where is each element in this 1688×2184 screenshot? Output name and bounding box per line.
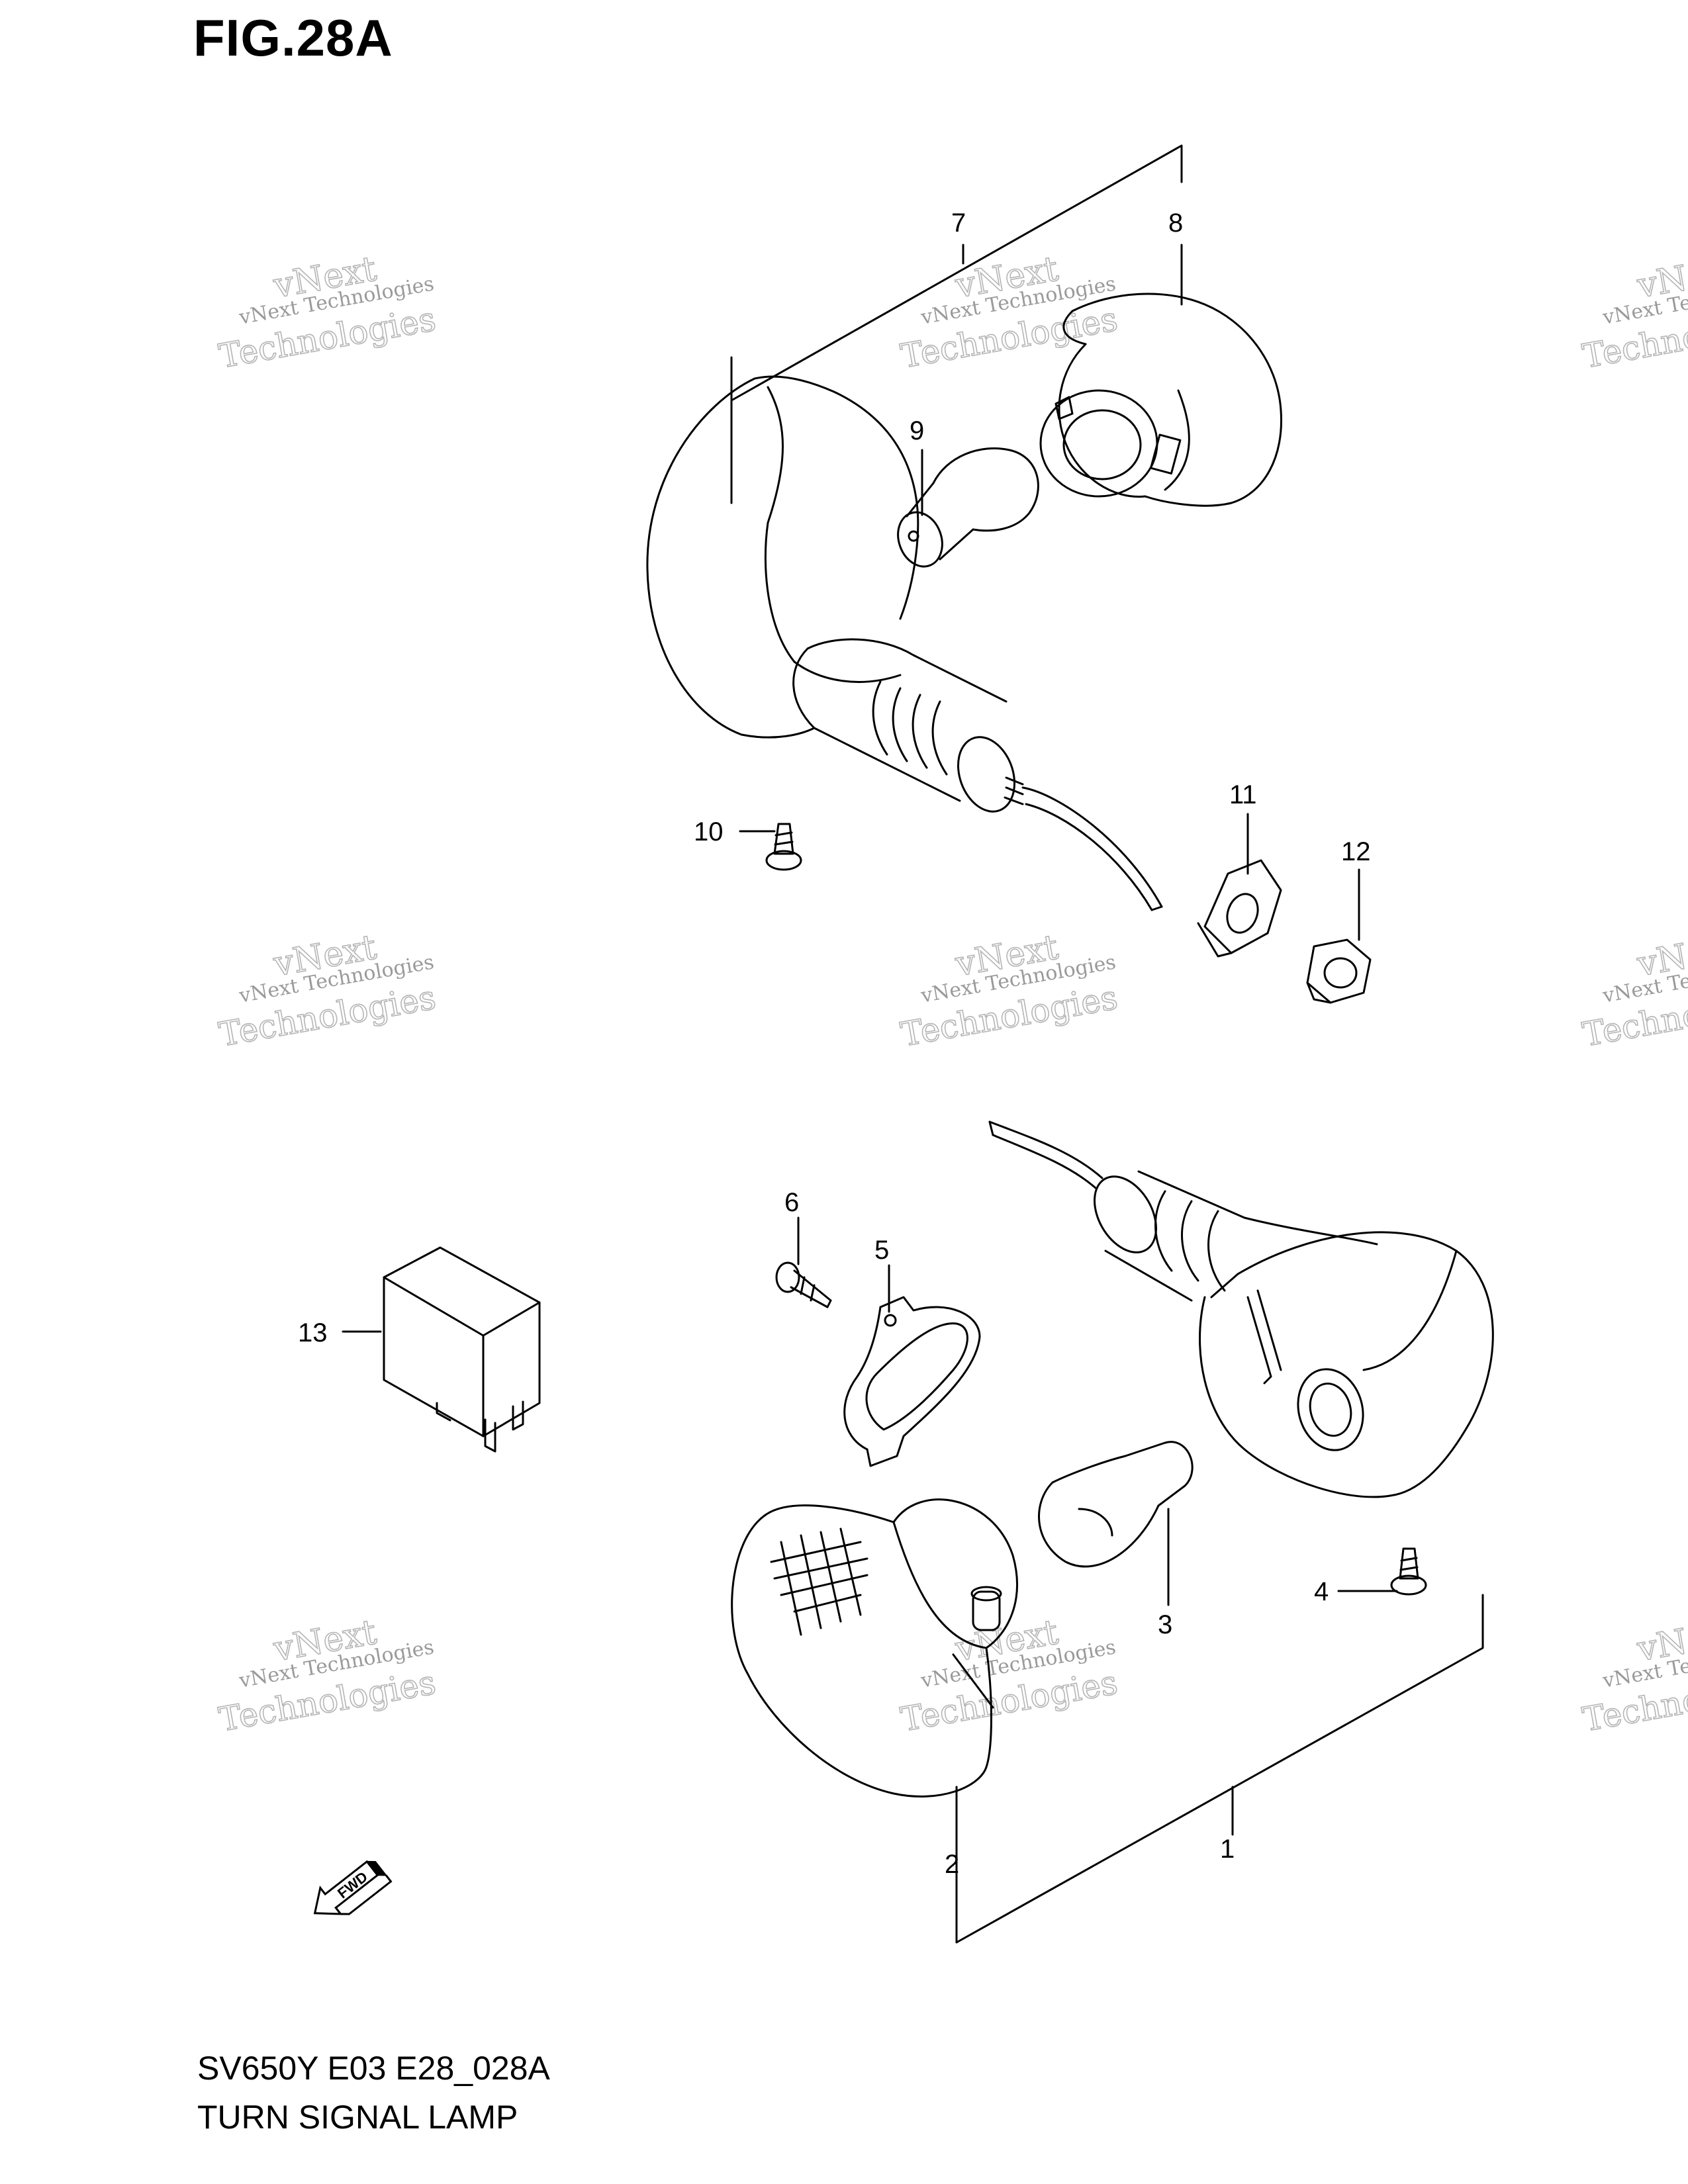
callout-12: 12 (1341, 837, 1371, 866)
assembly-bracket-rear (730, 144, 1183, 402)
callout-8: 8 (1168, 208, 1183, 238)
watermark: vNext vNext Technologies Technologies (1579, 927, 1688, 1055)
watermark: vNext vNext Technologies Technologies (898, 249, 1121, 377)
front-lens (731, 1498, 1018, 1797)
screw-6 (775, 1261, 832, 1308)
bulb-socket-ring (1039, 389, 1158, 498)
watermark: vNext vNext Technologies Technologies (898, 927, 1121, 1055)
callout-4: 4 (1314, 1577, 1329, 1606)
watermark: vNext vNext Technologies Technologies (1579, 249, 1688, 377)
callout-7: 7 (951, 208, 966, 238)
callout-2: 2 (945, 1850, 959, 1879)
front-bulb (1038, 1441, 1194, 1568)
figure-title: FIG.28A (193, 9, 393, 67)
watermark: vNext vNext Technologies Technologies (898, 1612, 1121, 1740)
diagram-caption: TURN SIGNAL LAMP (197, 2099, 518, 2136)
screw-4 (1390, 1547, 1427, 1596)
rear-bulb (897, 447, 1039, 568)
screw-10 (765, 823, 802, 871)
callout-labels: 1 2 3 4 5 6 7 8 9 10 11 12 13 (298, 208, 1371, 1879)
callout-11: 11 (1229, 780, 1257, 809)
mounting-bracket-5 (843, 1296, 981, 1467)
callout-13: 13 (298, 1318, 328, 1347)
callout-9: 9 (910, 416, 924, 445)
callout-1: 1 (1220, 1835, 1235, 1864)
watermark: vNext vNext Technologies Technologies (216, 927, 440, 1055)
front-turn-signal-housing (988, 1120, 1494, 1498)
watermark: vNext vNext Technologies Technologies (1579, 1612, 1688, 1740)
watermark: vNext vNext Technologies Technologies (216, 1612, 440, 1740)
model-code: SV650Y E03 E28_028A (197, 2050, 550, 2087)
washer-11 (1197, 859, 1282, 958)
rear-lens (1058, 293, 1283, 507)
callout-3: 3 (1158, 1610, 1172, 1639)
turn-signal-relay-13 (383, 1246, 541, 1453)
nut-12 (1306, 938, 1372, 1004)
callout-6: 6 (784, 1188, 799, 1217)
callout-5: 5 (874, 1236, 889, 1265)
assembly-bracket-front (955, 1594, 1484, 1944)
fwd-arrow-icon: FWD (313, 1860, 393, 1915)
rear-turn-signal-housing (646, 375, 1163, 911)
callout-10: 10 (694, 817, 724, 846)
watermark: vNext vNext Technologies Technologies (216, 249, 440, 377)
